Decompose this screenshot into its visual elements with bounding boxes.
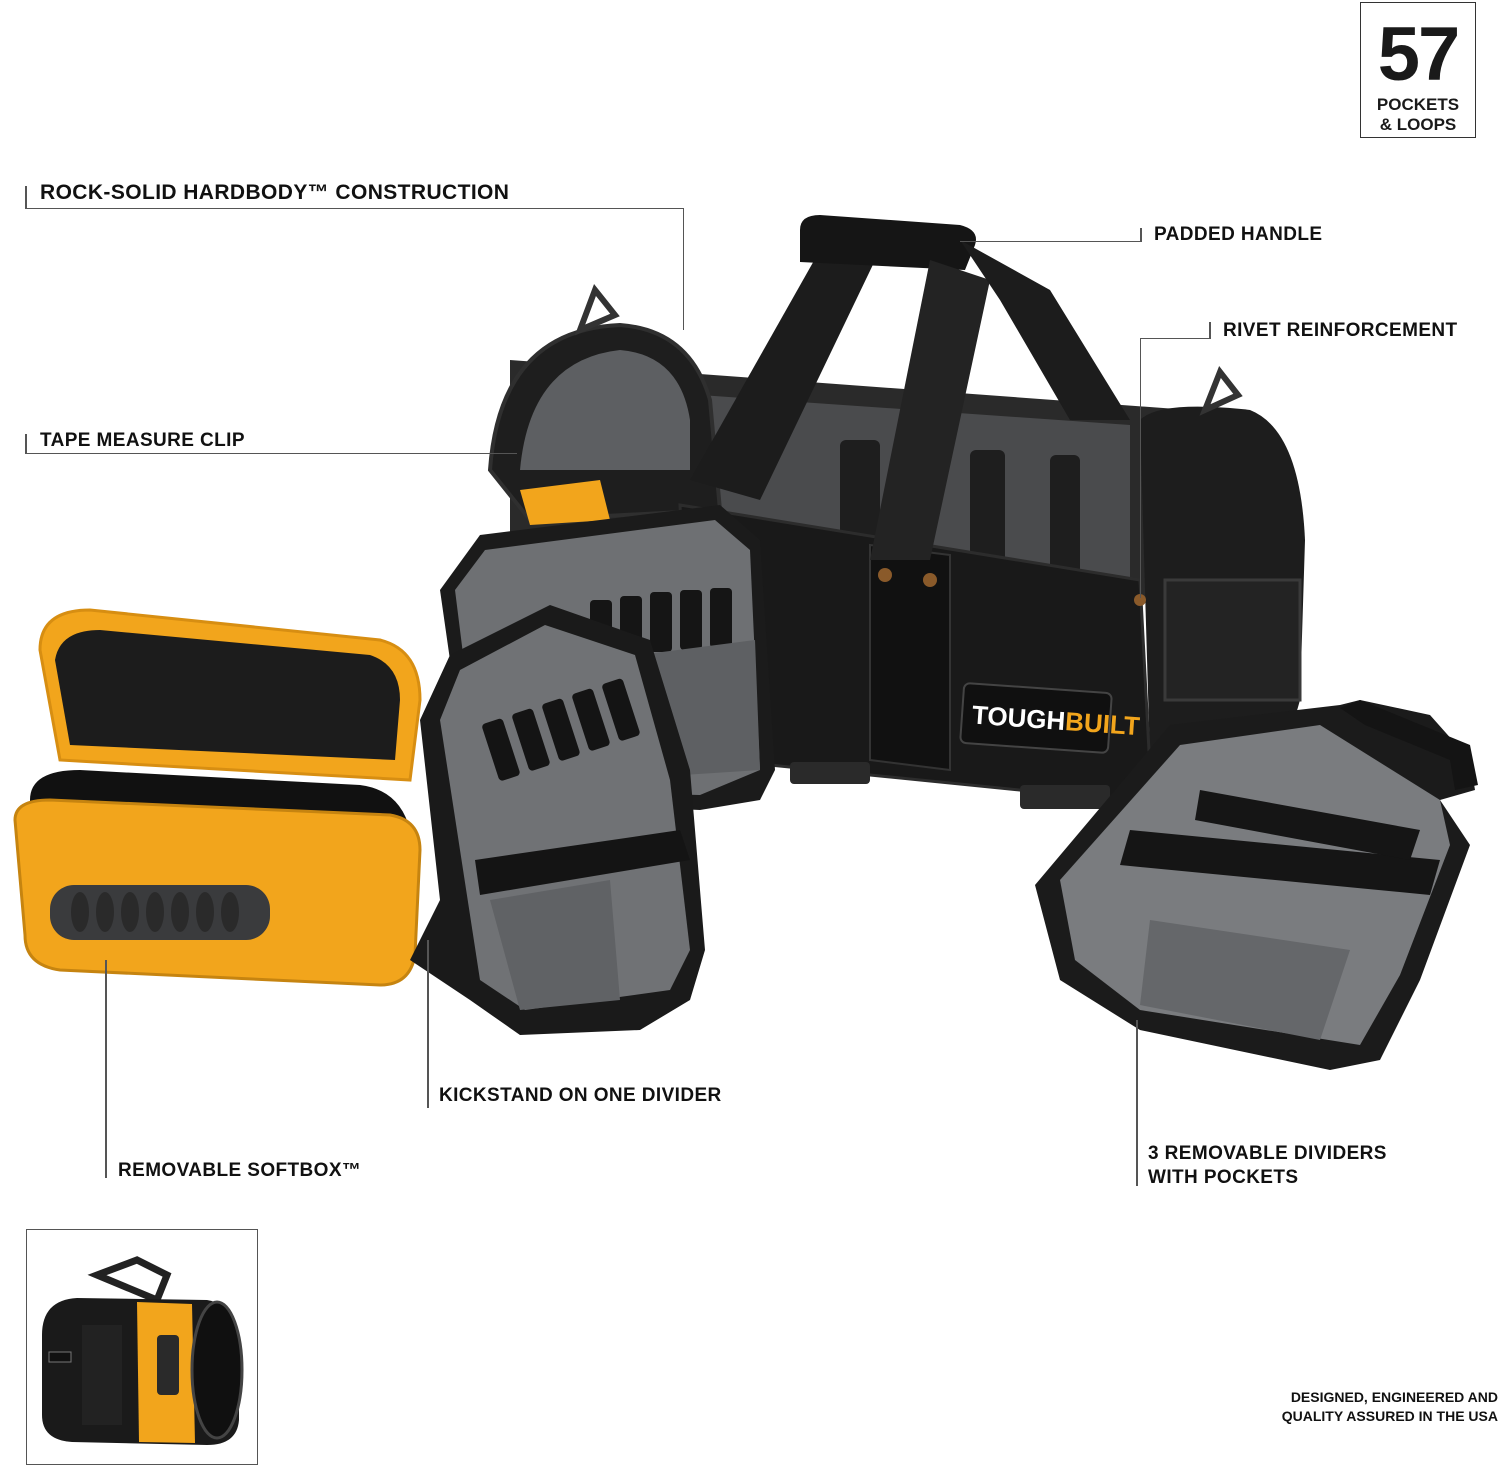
callout-rivet-drop	[1140, 338, 1142, 598]
footer-note: DESIGNED, ENGINEERED AND QUALITY ASSURED…	[1282, 1388, 1498, 1426]
callout-hardbody-line	[25, 208, 683, 210]
removable-softbox	[13, 608, 422, 987]
callout-kickstand-line	[427, 940, 429, 1108]
callout-tape-tick	[25, 434, 27, 454]
toughbuilt-logo-on-bag: TOUGHBUILT	[959, 682, 1141, 754]
callout-hardbody-tick	[25, 186, 27, 208]
callout-tape-label: TAPE MEASURE CLIP	[40, 430, 245, 451]
callout-handle-tick	[1140, 228, 1142, 242]
callout-kickstand-label: KICKSTAND ON ONE DIVIDER	[439, 1085, 722, 1106]
callout-tape-line	[25, 453, 517, 455]
packed-bag-thumbnail	[42, 1256, 244, 1445]
divider-front	[410, 605, 705, 1035]
callout-softbox-line	[105, 960, 107, 1178]
callout-handle-label: PADDED HANDLE	[1154, 224, 1323, 245]
callout-hardbody-drop	[683, 208, 685, 330]
callout-softbox-label: REMOVABLE SOFTBOX™	[118, 1160, 362, 1181]
callout-hardbody-label: ROCK-SOLID HARDBODY™ CONSTRUCTION	[40, 181, 510, 204]
divider-right	[1035, 700, 1478, 1070]
callout-dividers-label-line2: WITH POCKETS	[1148, 1167, 1299, 1188]
callout-rivet-tick	[1209, 322, 1211, 339]
logo-built: BUILT	[1064, 706, 1141, 741]
packed-bag-inset	[26, 1229, 258, 1465]
callout-handle-line	[960, 241, 1140, 243]
svg-text:TOUGHBUILT: TOUGHBUILT	[971, 700, 1141, 742]
callout-dividers-label-line1: 3 REMOVABLE DIVIDERS	[1148, 1143, 1387, 1164]
pockets-count-line2: & LOOPS	[1379, 115, 1457, 134]
callout-dividers-line	[1136, 1020, 1138, 1186]
callout-rivet-label: RIVET REINFORCEMENT	[1223, 320, 1458, 341]
footer-line2: QUALITY ASSURED IN THE USA	[1281, 1408, 1498, 1424]
pockets-count-badge: 57 POCKETS & LOOPS	[1360, 2, 1476, 138]
pockets-count-number: 57	[1377, 12, 1461, 97]
pockets-count-line1: POCKETS	[1376, 95, 1460, 114]
callout-rivet-line	[1140, 338, 1210, 340]
logo-tough: TOUGH	[971, 700, 1066, 736]
footer-line1: DESIGNED, ENGINEERED AND	[1290, 1389, 1498, 1405]
